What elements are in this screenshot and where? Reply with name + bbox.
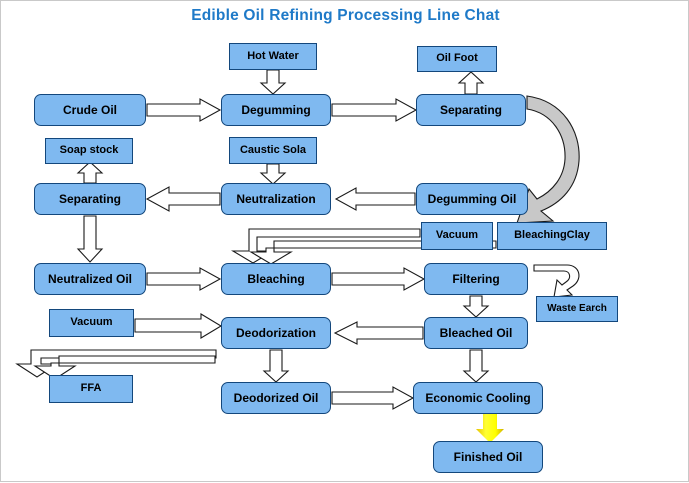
hook-arrow-filtering-to-waste-earch (533, 264, 580, 298)
node-economic-cooling[interactable]: Economic Cooling (413, 382, 543, 414)
arrow-economic-cooling-to-finished-oil (476, 413, 504, 443)
arrow-deodorization-to-deodorized-oil (262, 349, 290, 383)
arrow-separating-to-neutralized-oil (76, 215, 104, 263)
arrow-vacuum-to-deodorization (134, 313, 223, 339)
node-ffa[interactable]: FFA (49, 375, 133, 403)
node-separating-left[interactable]: Separating (34, 183, 146, 215)
arrow-degumming-oil-to-neutralization (334, 187, 416, 211)
node-finished-oil[interactable]: Finished Oil (433, 441, 543, 473)
arrow-bleaching-to-filtering (331, 267, 426, 291)
node-vacuum-right[interactable]: Vacuum (421, 222, 493, 250)
node-separating-top[interactable]: Separating (416, 94, 526, 126)
arrow-hot-water-to-degumming (259, 69, 287, 95)
node-deodorized-oil[interactable]: Deodorized Oil (221, 382, 331, 414)
node-bleaching-clay[interactable]: BleachingClay (497, 222, 607, 250)
node-hot-water[interactable]: Hot Water (229, 43, 317, 70)
arrow-separating-to-soap-stock (76, 161, 104, 184)
node-degumming-oil[interactable]: Degumming Oil (416, 183, 528, 215)
arrow-filtering-to-bleached-oil (462, 295, 490, 318)
node-crude-oil[interactable]: Crude Oil (34, 94, 146, 126)
arrow-neutralized-oil-to-bleaching (146, 267, 222, 291)
node-bleaching[interactable]: Bleaching (221, 263, 331, 295)
arrow-deodorized-oil-to-economic-cooling (331, 386, 415, 410)
arrow-neutralization-to-separating (145, 186, 221, 212)
node-soap-stock[interactable]: Soap stock (45, 138, 133, 164)
arrow-crude-oil-to-degumming (146, 98, 222, 122)
node-neutralization[interactable]: Neutralization (221, 183, 331, 215)
node-caustic-sola[interactable]: Caustic Sola (229, 137, 317, 164)
node-degumming[interactable]: Degumming (221, 94, 331, 126)
arrow-separating-to-oil-foot (457, 71, 485, 95)
page-title: Edible Oil Refining Processing Line Chat (191, 7, 500, 24)
elbow-arrow-deodorization-to-ffa (15, 349, 217, 378)
node-waste-earch[interactable]: Waste Earch (536, 296, 618, 322)
node-filtering[interactable]: Filtering (424, 263, 528, 295)
node-oil-foot[interactable]: Oil Foot (417, 46, 497, 72)
arrow-caustic-sola-to-neutralization (259, 163, 287, 185)
node-vacuum-left[interactable]: Vacuum (49, 309, 134, 337)
node-neutralized-oil[interactable]: Neutralized Oil (34, 263, 146, 295)
arrow-degumming-to-separating (331, 98, 418, 122)
elbow-arrow-vacuum-to-bleaching (231, 228, 421, 264)
node-bleached-oil[interactable]: Bleached Oil (424, 317, 528, 349)
arrow-bleached-oil-to-economic-cooling (462, 349, 490, 383)
arrow-bleached-oil-to-deodorization (333, 321, 424, 345)
node-deodorization[interactable]: Deodorization (221, 317, 331, 349)
